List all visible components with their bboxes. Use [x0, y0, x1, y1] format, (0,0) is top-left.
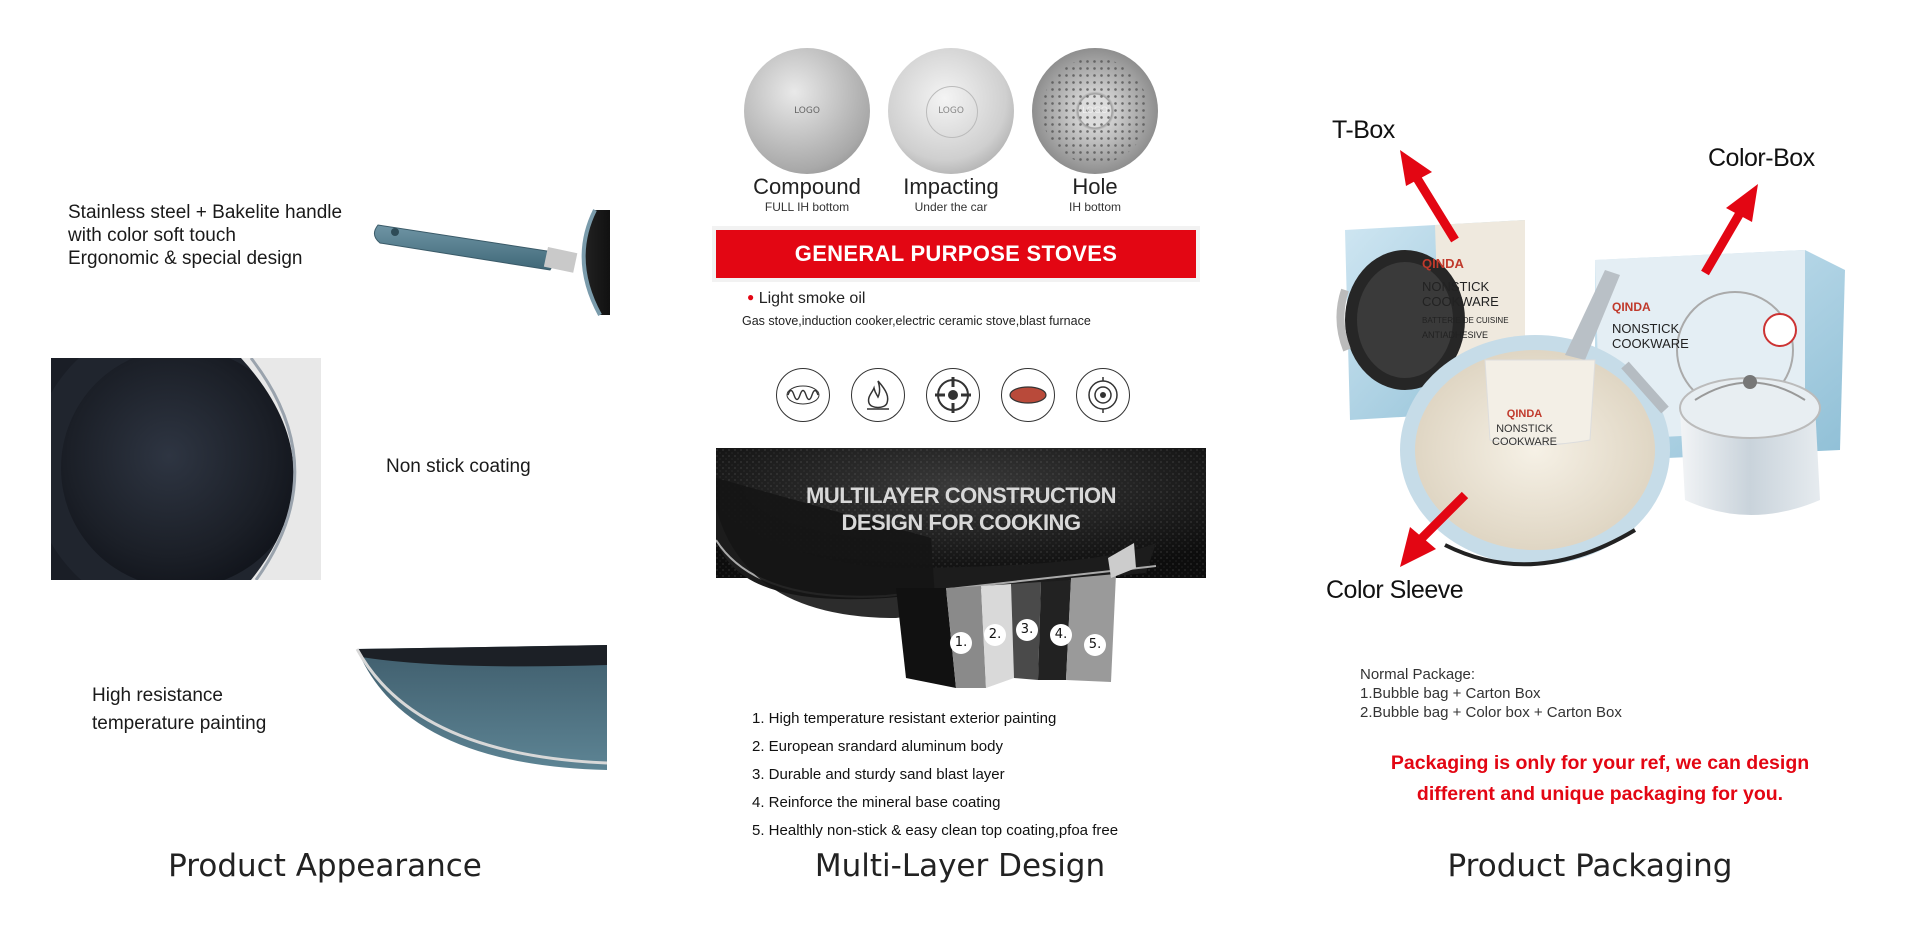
product-packaging-panel: QINDA NONSTICK COOKWARE BATTERIE DE CUIS…	[1310, 0, 1890, 947]
normal-package-option-1: 1.Bubble bag + Carton Box	[1360, 685, 1541, 702]
color-sleeve-arrow-icon	[1400, 491, 1469, 567]
impacting-logo-text: LOGO	[938, 106, 964, 116]
layer-number-2: 2.	[984, 624, 1006, 646]
multi-layer-panel: LOGO LOGO LOGO Compound FULL IH bottom I…	[700, 0, 1220, 947]
color-box-nonstick: NONSTICK	[1612, 321, 1680, 336]
compound-bottom-image: LOGO	[744, 48, 870, 174]
product-appearance-panel: Stainless steel + Bakelite handle with c…	[0, 0, 640, 947]
feature-item: 3. Durable and sturdy sand blast layer	[752, 766, 1005, 783]
handle-line-1: Stainless steel + Bakelite handle	[68, 202, 343, 223]
disclaimer-line-2: different and unique packaging for you.	[1416, 783, 1784, 805]
handle-description: Stainless steel + Bakelite handle with c…	[68, 201, 342, 270]
induction-coil-icon	[776, 368, 830, 422]
layer-number-3: 3.	[1016, 619, 1038, 641]
compound-label: Compound FULL IH bottom	[732, 175, 882, 215]
color-sleeve-label: Color Sleeve	[1326, 576, 1464, 604]
compound-logo-text: LOGO	[794, 106, 820, 116]
red-bullet-icon: ●	[747, 290, 755, 304]
impacting-bottom-image: LOGO	[888, 48, 1014, 174]
color-box-arrow-icon	[1701, 184, 1758, 276]
construction-title-line-2: DESIGN FOR COOKING	[841, 510, 1081, 535]
appearance-caption: Product Appearance	[168, 848, 482, 884]
smoke-oil-item: ● Light smoke oil	[747, 290, 865, 308]
feature-item: 4. Reinforce the mineral base coating	[752, 794, 1001, 811]
construction-title: MULTILAYER CONSTRUCTION DESIGN FOR COOKI…	[716, 482, 1206, 536]
normal-package-option-2: 2.Bubble bag + Color box + Carton Box	[1360, 704, 1622, 721]
color-box-print: QINDA NONSTICK COOKWARE	[1612, 300, 1689, 351]
construction-title-line-1: MULTILAYER CONSTRUCTION	[806, 483, 1116, 508]
layer-number-4: 4.	[1050, 624, 1072, 646]
packaging-caption: Product Packaging	[1447, 848, 1733, 884]
impacting-title: Impacting	[903, 174, 999, 199]
painting-line-1: High resistance	[92, 685, 223, 706]
color-box-cookware: COOKWARE	[1612, 336, 1689, 351]
sleeve-print: QINDA NONSTICK COOKWARE	[1492, 408, 1557, 449]
impacting-label: Impacting Under the car	[876, 175, 1026, 215]
t-box-print: QINDA NONSTICK COOKWARE BATTERIE DE CUIS…	[1422, 256, 1509, 343]
normal-package-note: Normal Package: 1.Bubble bag + Carton Bo…	[1360, 665, 1622, 722]
color-box-label: Color-Box	[1708, 144, 1815, 172]
handle-line-2: with color soft touch	[68, 225, 236, 246]
smoke-oil-label: Light smoke oil	[758, 290, 866, 307]
feature-item: 5. Healthly non-stick & easy clean top c…	[752, 822, 1119, 839]
layer-feature-list: 1. High temperature resistant exterior p…	[752, 705, 1118, 845]
t-box-french-1: BATTERIE DE CUISINE	[1422, 316, 1509, 325]
hole-bottom-image: LOGO	[1032, 48, 1158, 174]
color-box-brand: QINDA	[1612, 300, 1651, 314]
hole-subtitle: IH bottom	[1068, 200, 1122, 214]
ceramic-plate-icon	[1001, 368, 1055, 422]
hole-title: Hole	[1072, 174, 1118, 199]
t-box-label: T-Box	[1332, 116, 1395, 144]
packaging-image	[1336, 220, 1845, 567]
coating-label: Non stick coating	[386, 456, 531, 477]
multilayer-caption: Multi-Layer Design	[814, 848, 1106, 884]
packaging-disclaimer: Packaging is only for your ref, we can d…	[1330, 748, 1870, 810]
t-box-cookware: COOKWARE	[1422, 294, 1499, 309]
painting-description: High resistance temperature painting	[92, 682, 266, 738]
painting-line-2: temperature painting	[92, 713, 267, 734]
feature-item: 1. High temperature resistant exterior p…	[752, 710, 1057, 727]
pan-handle-image	[374, 209, 610, 316]
sleeve-nonstick: NONSTICK	[1496, 423, 1553, 435]
normal-package-title: Normal Package:	[1360, 666, 1476, 683]
hole-label: Hole IH bottom	[1020, 175, 1170, 215]
non-stick-coating-image	[51, 358, 321, 580]
impacting-subtitle: Under the car	[914, 200, 988, 214]
stove-types-text: Gas stove,induction cooker,electric cera…	[742, 314, 1091, 328]
compound-title: Compound	[753, 174, 861, 199]
hotplate-icon	[1076, 368, 1130, 422]
sleeve-cookware: COOKWARE	[1492, 436, 1557, 448]
layer-number-1: 1.	[950, 632, 972, 654]
general-purpose-stoves-banner: GENERAL PURPOSE STOVES	[716, 230, 1196, 278]
t-box-brand: QINDA	[1422, 256, 1464, 271]
t-box-nonstick: NONSTICK	[1422, 279, 1490, 294]
t-box-french-2: ANTIADHESIVE	[1422, 330, 1489, 340]
exterior-painting-image	[355, 645, 607, 770]
t-box-arrow-icon	[1400, 150, 1459, 243]
compound-subtitle: FULL IH bottom	[764, 200, 850, 214]
gas-burner-icon	[926, 368, 980, 422]
feature-item: 2. European srandard aluminum body	[752, 738, 1003, 755]
layer-number-5: 5.	[1084, 634, 1106, 656]
handle-line-3: Ergonomic & special design	[68, 248, 303, 269]
flame-icon	[851, 368, 905, 422]
disclaimer-line-1: Packaging is only for your ref, we can d…	[1390, 752, 1810, 774]
hole-logo-text: LOGO	[1082, 106, 1108, 116]
sleeve-brand: QINDA	[1506, 408, 1543, 420]
